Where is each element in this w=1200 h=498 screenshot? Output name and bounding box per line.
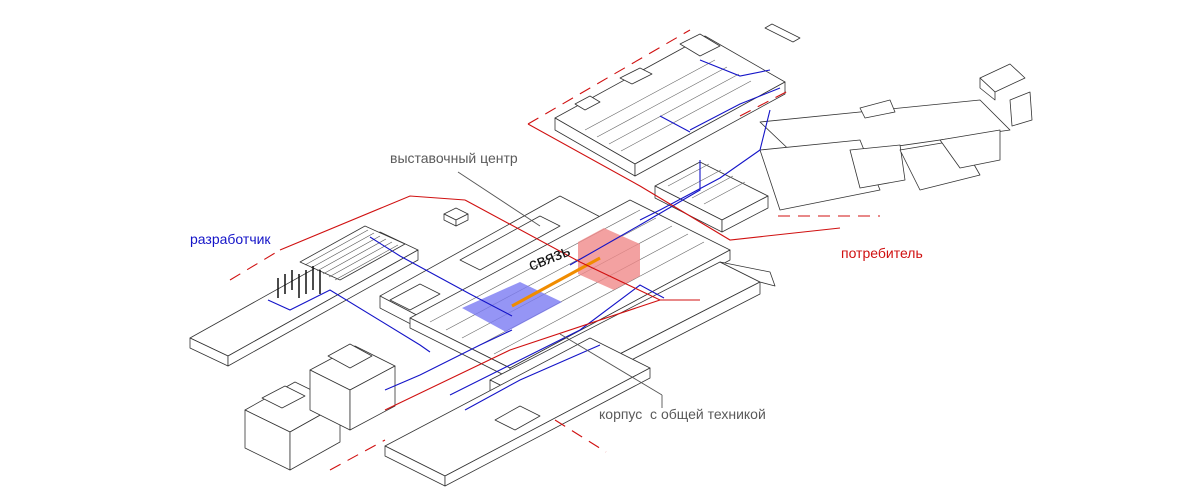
left-bottom-blocks [245, 344, 395, 470]
exhibition-small-element [444, 208, 468, 226]
consumer-label: потребитель [841, 246, 923, 260]
exhibition-center-label: выставочный центр [390, 151, 518, 165]
shared-equipment-building-label: корпус с общей техникой [599, 407, 766, 421]
right-town [760, 64, 1032, 210]
developer-label: разработчик [190, 232, 271, 246]
